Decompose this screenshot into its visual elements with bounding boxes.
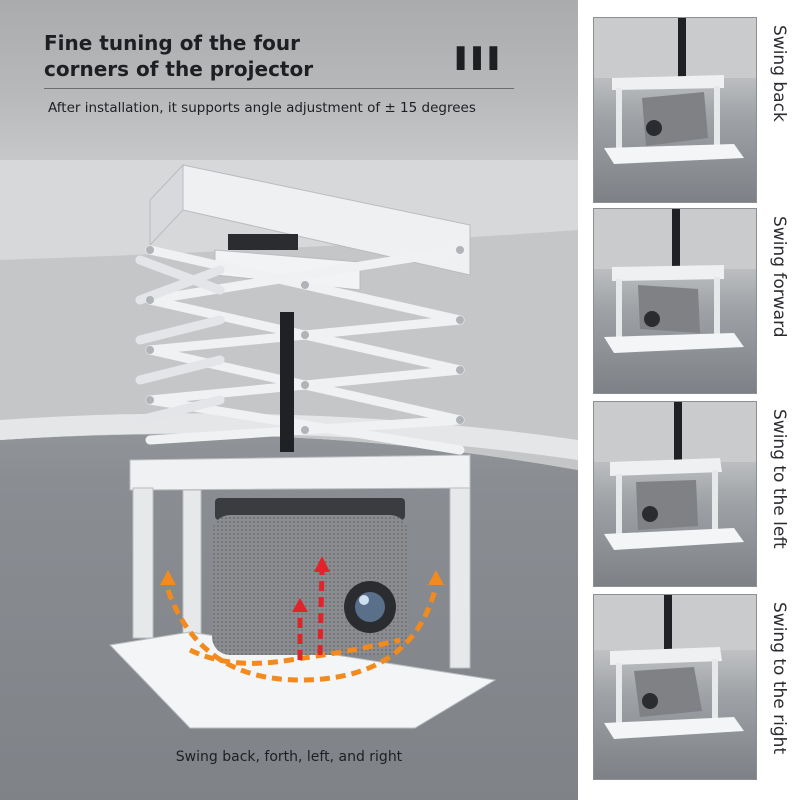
swing-arrows bbox=[165, 569, 438, 683]
thumbnail-illustration bbox=[594, 402, 756, 550]
thumbnail-swing-forward bbox=[593, 208, 757, 394]
label-text: Swing to the left bbox=[768, 409, 789, 549]
projector bbox=[212, 498, 408, 655]
ceiling-mount bbox=[149, 163, 471, 291]
thumbnail-label-swing-back: Swing back bbox=[757, 17, 800, 203]
thumbnail-swing-back bbox=[593, 17, 757, 203]
subtitle: After installation, it supports angle ad… bbox=[48, 100, 476, 116]
thumbnail-label-swing-right: Swing to the right bbox=[757, 594, 800, 780]
decorative-dashes: ▌▌▌ bbox=[457, 46, 507, 70]
thumbnail-swing-left bbox=[593, 401, 757, 587]
label-text: Swing back bbox=[768, 25, 789, 122]
label-text: Swing to the right bbox=[768, 602, 789, 755]
headline-line-1: Fine tuning of the four bbox=[44, 31, 300, 55]
thumbnail-illustration bbox=[594, 18, 756, 164]
main-photo: Fine tuning of the four corners of the p… bbox=[0, 0, 578, 800]
thumbnail-swing-right bbox=[593, 594, 757, 780]
center-pole bbox=[280, 312, 294, 452]
thumbnail-illustration bbox=[594, 209, 756, 353]
thumbnail-illustration bbox=[594, 595, 756, 739]
divider bbox=[44, 88, 514, 89]
lift-illustration bbox=[0, 160, 578, 729]
headline: Fine tuning of the four corners of the p… bbox=[44, 30, 344, 82]
caption: Swing back, forth, left, and right bbox=[175, 749, 403, 765]
thumbnail-label-swing-left: Swing to the left bbox=[757, 401, 800, 587]
headline-line-2: corners of the projector bbox=[44, 57, 314, 81]
thumbnail-label-swing-forward: Swing forward bbox=[757, 208, 800, 394]
label-text: Swing forward bbox=[768, 216, 789, 338]
